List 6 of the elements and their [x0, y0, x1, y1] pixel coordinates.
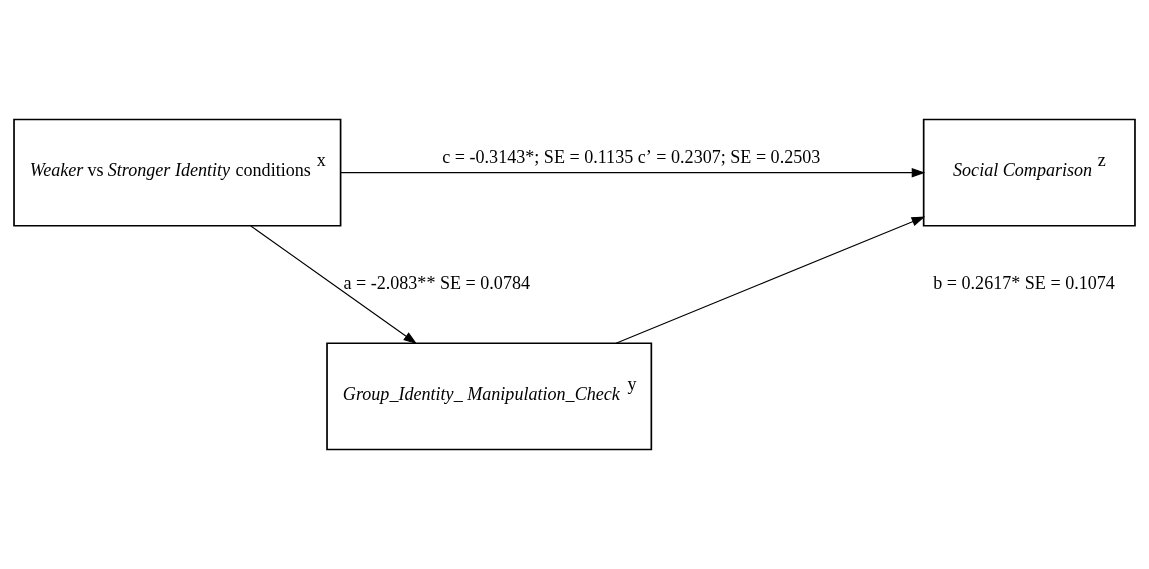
arrow [615, 216, 926, 344]
arrow [340, 167, 926, 178]
edge-label: b = 0.2617* SE = 0.1074 [933, 272, 1115, 293]
arrow [250, 225, 417, 344]
edge-label: c = -0.3143*; SE = 0.1135 c’ = 0.2307; SE = 0.2503 [442, 147, 821, 168]
edge-label: a = -2.083** SE = 0.0784 [343, 272, 531, 293]
